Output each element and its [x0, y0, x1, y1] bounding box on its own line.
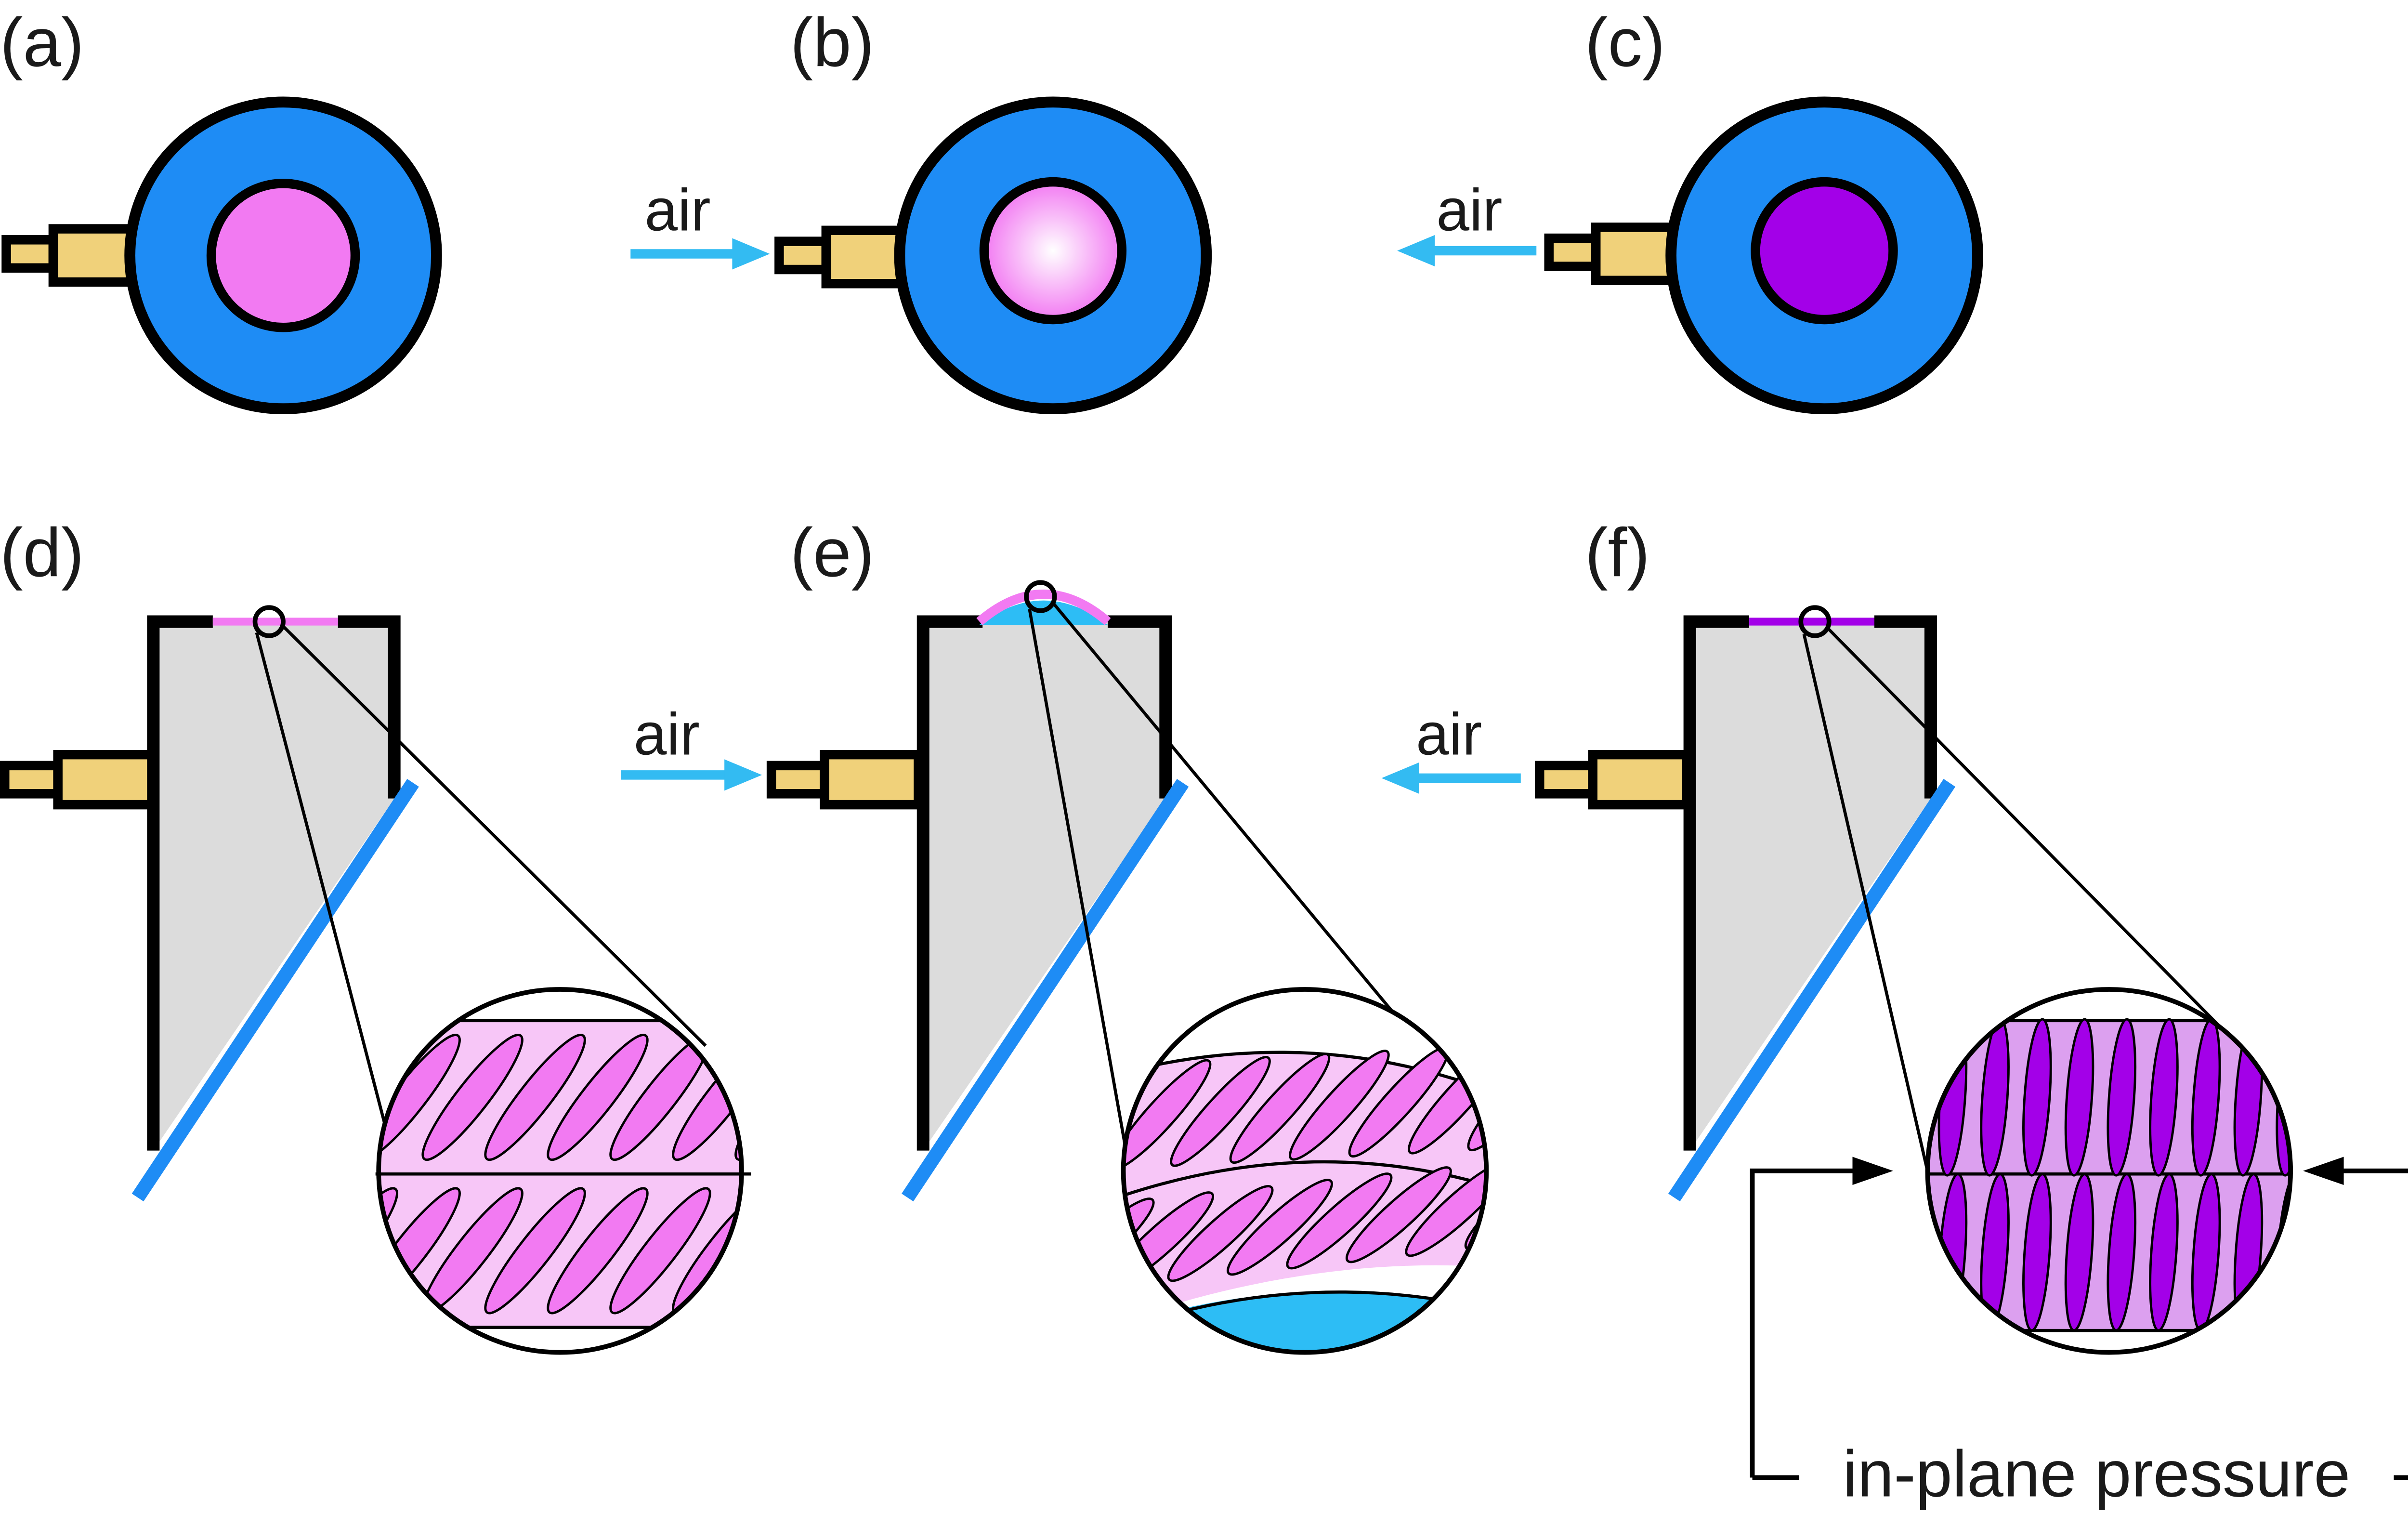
mirror-d [131, 779, 419, 1202]
molecule [547, 1187, 649, 1315]
molecule [2107, 1018, 2137, 1177]
zoom-marker-d [252, 605, 286, 638]
inset-f [1892, 987, 2293, 1355]
membrane-b [979, 177, 1127, 325]
molecule [484, 1187, 586, 1315]
molecule [1227, 1179, 1333, 1276]
panel-f: (f) air [1381, 514, 2408, 1511]
nozzle-b [774, 225, 909, 289]
air-inflow-arrow-e [621, 759, 762, 791]
nozzle-f [1534, 750, 1691, 810]
molecule [421, 1034, 523, 1161]
molecule [734, 1187, 742, 1315]
air-inflow-arrow-b [630, 238, 770, 270]
molecule [2064, 1173, 2094, 1332]
molecule [1289, 1050, 1390, 1161]
nozzle-c [1544, 223, 1679, 286]
zoom-marker-f [1798, 605, 1832, 638]
chamber-side-e [923, 621, 1166, 1151]
membrane-a [206, 179, 360, 332]
molecule [1345, 1166, 1452, 1263]
molecule [2022, 1173, 2052, 1332]
zoom-marker-e [1024, 580, 1057, 613]
inset-e [1121, 987, 1489, 1355]
molecule [1892, 1173, 1928, 1331]
membrane-c [1751, 177, 1898, 325]
mirror-f [1668, 779, 1956, 1202]
molecule [609, 1187, 711, 1315]
panel-a: (a) [0, 4, 442, 415]
pressure-label: in-plane pressure [1843, 1437, 2350, 1511]
molecule [2149, 1173, 2179, 1332]
air-label-f: air [1416, 701, 1482, 768]
panel-label-a: (a) [0, 4, 84, 81]
panel-label-d: (d) [0, 514, 84, 591]
molecule [1123, 1059, 1212, 1171]
molecule [547, 1034, 649, 1161]
molecule [484, 1034, 586, 1161]
air-label-e: air [634, 701, 700, 768]
chamber-side-d [153, 621, 394, 1151]
panel-label-c: (c) [1585, 4, 1665, 81]
panel-label-e: (e) [790, 514, 875, 591]
molecule [2064, 1018, 2094, 1177]
pressure-bracket: in-plane pressure [1750, 1157, 2408, 1511]
air-label-c: air [1436, 177, 1502, 243]
molecule [379, 1187, 398, 1315]
molecule [1229, 1052, 1331, 1164]
panel-d: (d) [0, 514, 751, 1355]
molecule [1467, 1040, 1487, 1152]
molecule [2022, 1018, 2052, 1177]
panel-label-b: (b) [790, 4, 875, 81]
mirror-e [902, 779, 1189, 1202]
molecule [734, 1034, 742, 1161]
molecule [2149, 1018, 2179, 1177]
nozzle-d [0, 750, 157, 810]
chamber-side-f [1689, 621, 1931, 1151]
molecule [2107, 1173, 2137, 1332]
panel-b: (b) air [630, 4, 1212, 415]
panel-c: (c) air [1397, 4, 1983, 415]
nozzle-a [1, 224, 136, 287]
air-outflow-arrow-f [1381, 762, 1521, 794]
air-label-b: air [644, 177, 710, 243]
panel-e: (e) air [621, 514, 1489, 1355]
air-outflow-arrow-c [1397, 235, 1537, 267]
panel-label-f: (f) [1585, 514, 1650, 591]
molecule [1170, 1056, 1271, 1167]
nozzle-e [766, 750, 923, 810]
membrane-bulge-e [976, 589, 1111, 625]
inset-d [375, 987, 751, 1355]
molecule [1286, 1172, 1393, 1270]
molecule [1167, 1185, 1274, 1282]
